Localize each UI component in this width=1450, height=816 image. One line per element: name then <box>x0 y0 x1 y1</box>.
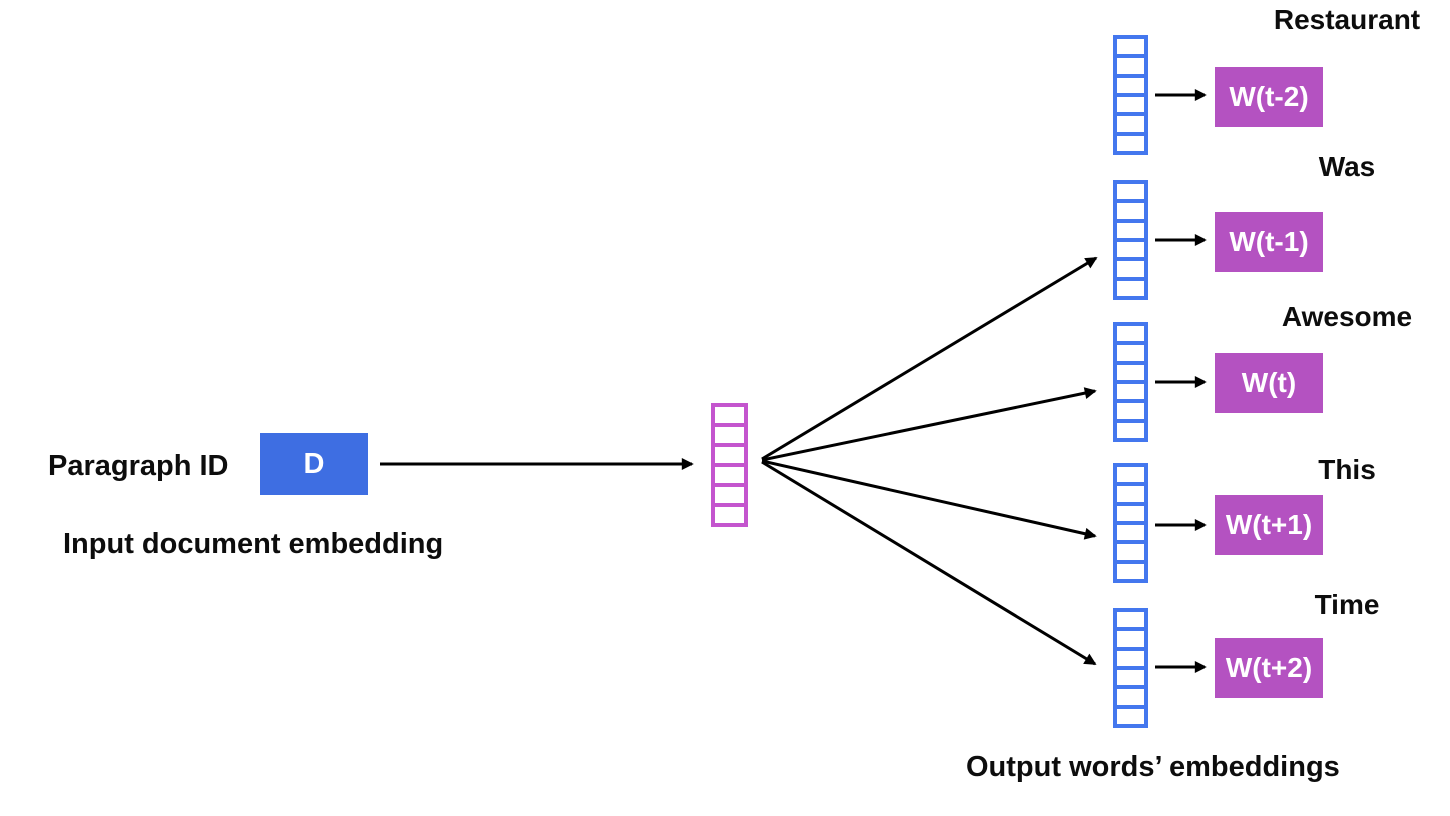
output-word-label: Awesome <box>1281 301 1413 332</box>
output-word-label: Time <box>1314 589 1380 620</box>
paragraph-id-label: Paragraph ID <box>48 450 229 482</box>
word-embedding-vector <box>1113 608 1148 728</box>
word-embedding-vector <box>1113 463 1148 583</box>
word-context-value: W(t+2) <box>1225 652 1313 683</box>
word-context-value: W(t-1) <box>1229 226 1309 257</box>
output-word-label: Was <box>1318 151 1376 182</box>
vector-cell <box>1113 559 1148 583</box>
word-context-value: W(t-2) <box>1229 81 1309 112</box>
vector-cell <box>1113 418 1148 442</box>
output-word-label: Restaurant <box>1273 4 1421 35</box>
word-embedding-vector <box>1113 35 1148 155</box>
word-context-box: W(t-2) <box>1215 67 1323 127</box>
output-word-label: This <box>1318 454 1376 485</box>
word-context-value: W(t+1) <box>1225 509 1313 540</box>
vector-cell <box>1113 131 1148 155</box>
arrow-fan-to-vector-4 <box>761 459 1097 540</box>
arrow-fan-to-vector-3 <box>761 387 1097 462</box>
word-embedding-vector <box>1113 180 1148 300</box>
output-caption: Output words’ embeddings <box>966 751 1340 783</box>
input-caption: Input document embedding <box>63 528 444 560</box>
word-context-value: W(t) <box>1241 367 1297 398</box>
word-context-box: W(t+1) <box>1215 495 1323 555</box>
vector-cell <box>1113 276 1148 300</box>
word-context-box: W(t+2) <box>1215 638 1323 698</box>
word-context-box: W(t) <box>1215 353 1323 413</box>
arrow-fan-to-vector-5 <box>761 460 1097 666</box>
document-id-value: D <box>303 447 325 480</box>
arrow-fan-to-vector-2 <box>761 256 1098 461</box>
word-embedding-vector <box>1113 322 1148 442</box>
document-id-box: D <box>260 433 368 495</box>
document-embedding-vector <box>711 403 748 527</box>
word-context-box: W(t-1) <box>1215 212 1323 272</box>
vector-cell <box>1113 704 1148 728</box>
vector-cell <box>711 503 748 527</box>
